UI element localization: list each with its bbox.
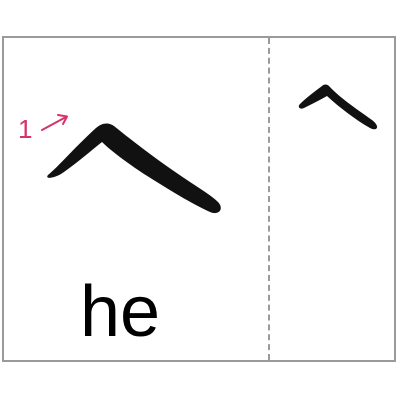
kana-he-main-stroke bbox=[47, 123, 221, 214]
stroke-order-number: 1 bbox=[18, 114, 33, 144]
kana-he-small-stroke bbox=[298, 84, 378, 130]
kana-he-large-glyph bbox=[47, 123, 221, 214]
kana-he-small-glyph bbox=[298, 84, 378, 130]
kana-card: 1 he bbox=[2, 36, 396, 362]
romaji-label: he bbox=[80, 272, 161, 352]
arrow-up-right-icon bbox=[41, 114, 68, 131]
dashed-divider bbox=[268, 38, 270, 360]
